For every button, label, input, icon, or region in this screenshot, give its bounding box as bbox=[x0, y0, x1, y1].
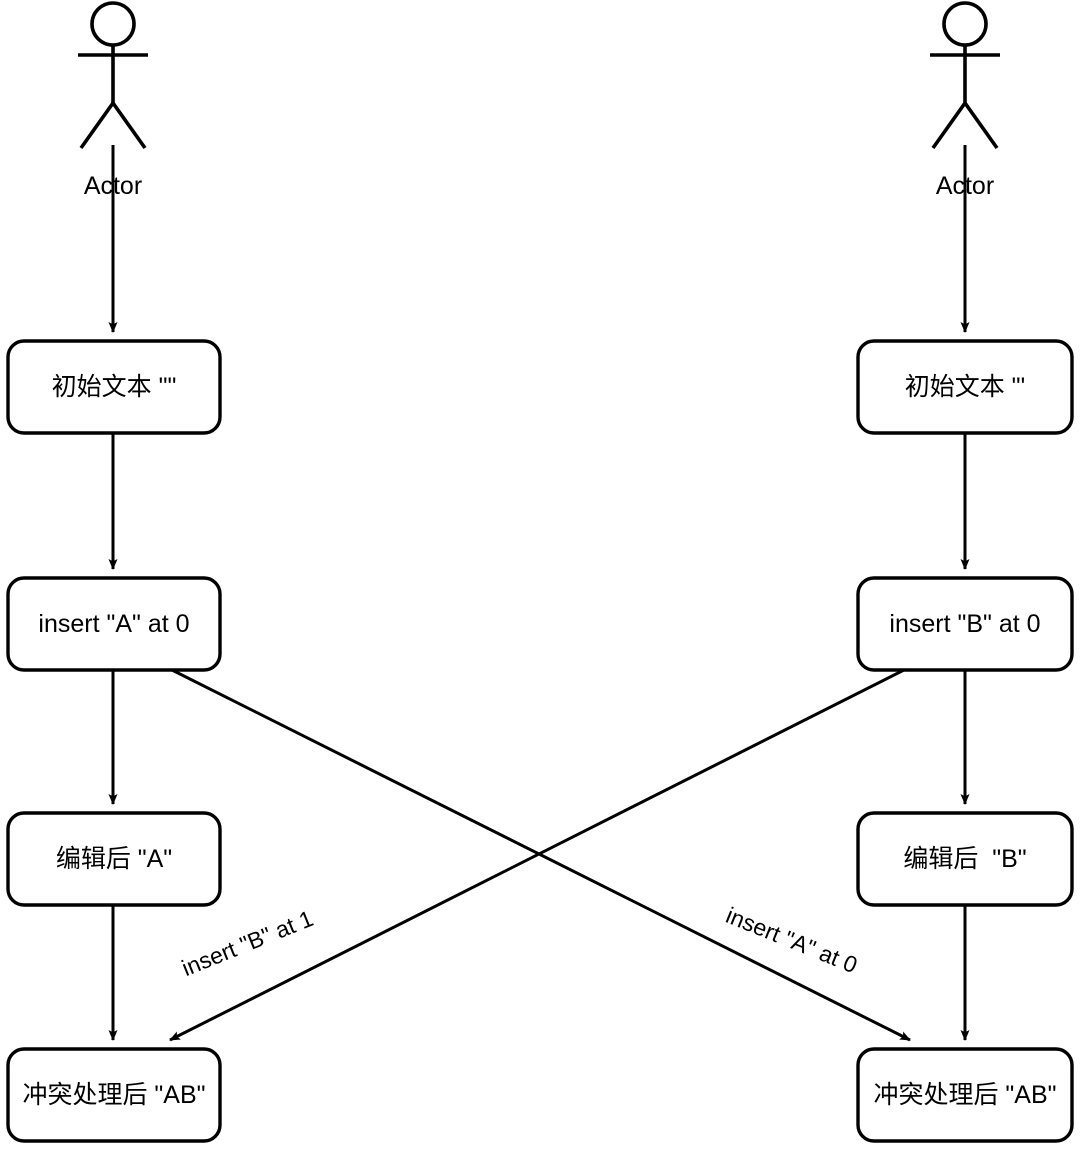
actor-head-icon bbox=[90, 1, 136, 47]
actor-leg-right-line bbox=[111, 101, 147, 150]
actor-right-figure bbox=[930, 1, 1000, 150]
node-box-r2[interactable] bbox=[856, 576, 1074, 672]
node-box-l4[interactable] bbox=[6, 1047, 222, 1143]
actor-leg-right-line bbox=[963, 101, 999, 150]
edge-right-to-left bbox=[169, 666, 909, 1042]
node-box-l2[interactable] bbox=[6, 576, 222, 672]
node-box-r4[interactable] bbox=[856, 1047, 1074, 1143]
node-box-r3[interactable] bbox=[856, 811, 1074, 907]
actor-head-icon bbox=[942, 1, 988, 47]
node-box-l3[interactable] bbox=[6, 811, 222, 907]
actor-leg-left-line bbox=[79, 101, 115, 150]
node-box-l1[interactable] bbox=[6, 339, 222, 435]
actor-leg-left-line bbox=[931, 101, 967, 150]
node-box-r1[interactable] bbox=[856, 339, 1074, 435]
actor-left-figure bbox=[78, 1, 148, 150]
